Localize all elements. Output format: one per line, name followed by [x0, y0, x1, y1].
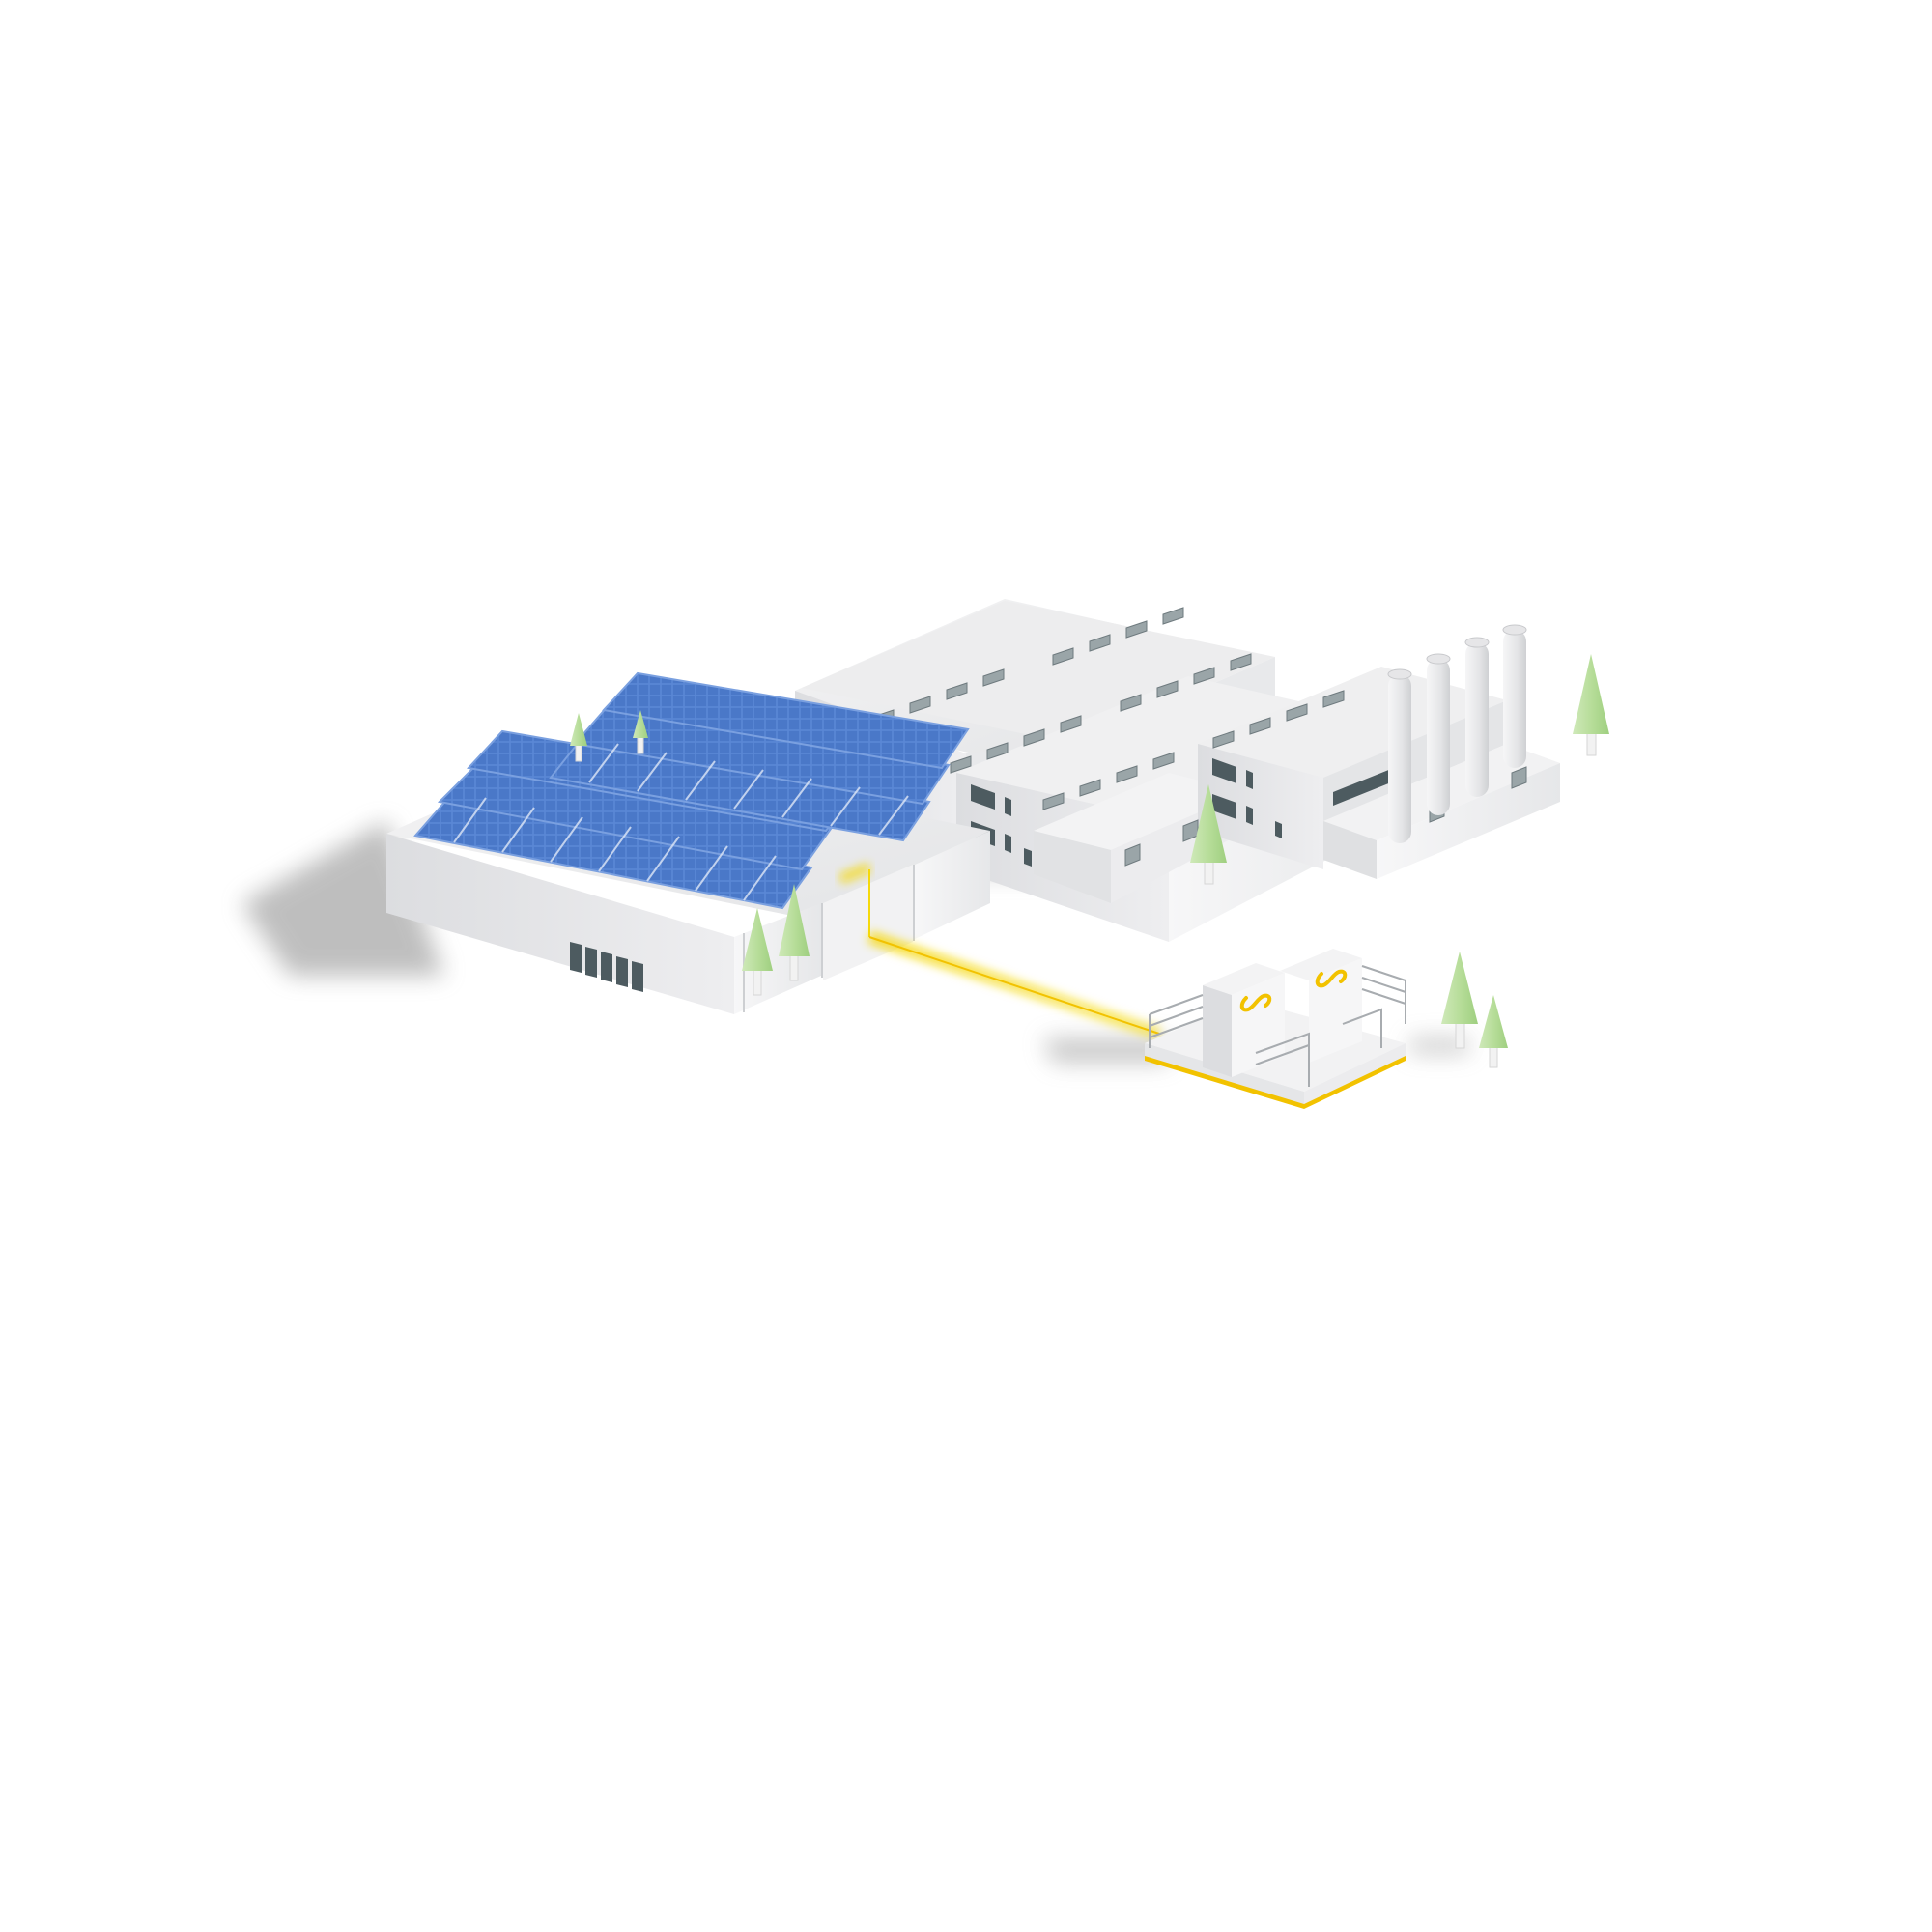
solar-building	[386, 671, 990, 1014]
solar-building-vents	[570, 942, 643, 992]
factory-complex	[795, 599, 1560, 942]
tree-icon	[742, 908, 773, 996]
energy-link	[838, 863, 1161, 1039]
tree-icon	[1479, 995, 1508, 1068]
factory-chimneys	[1387, 624, 1527, 843]
platform-railings	[1149, 965, 1406, 1087]
tree-icon	[1573, 654, 1609, 756]
tree-icon	[633, 710, 648, 754]
tree-icon	[779, 884, 810, 981]
tree-icon	[1441, 952, 1478, 1049]
battery-storage[interactable]	[1145, 949, 1406, 1109]
tree-icon	[1190, 784, 1227, 885]
tree-icon	[570, 713, 587, 762]
infinity-icon	[1239, 969, 1348, 1012]
solar-panel-array-back[interactable]	[549, 671, 970, 842]
trees	[570, 654, 1609, 1068]
